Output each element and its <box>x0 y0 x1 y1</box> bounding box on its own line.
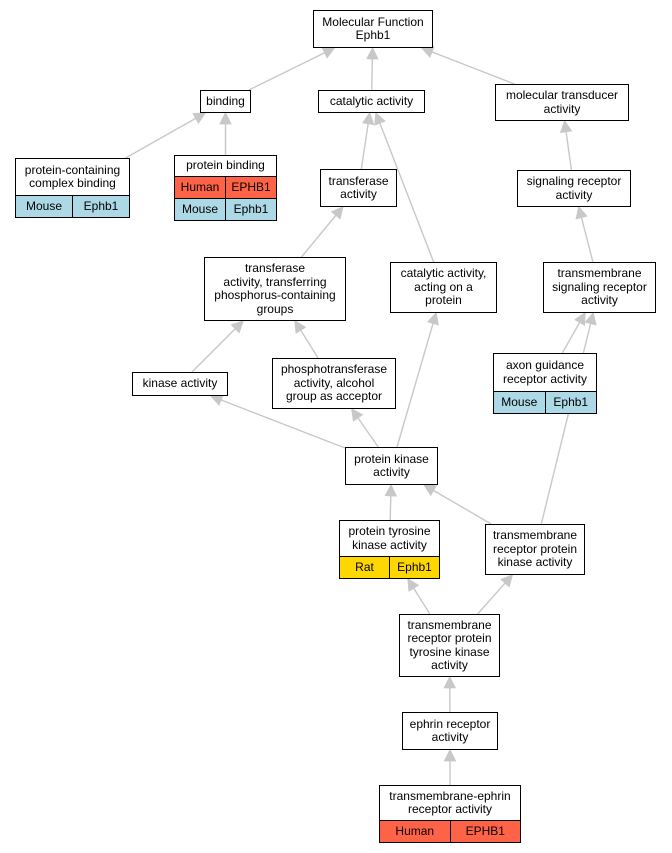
node-pta: phosphotransferase activity, alcohol gro… <box>272 358 396 409</box>
edge-ptka-to-pka <box>384 483 398 521</box>
node-title: catalytic activity, acting on a protein <box>400 266 487 308</box>
node-title: binding <box>206 93 245 108</box>
species-label: Mouse <box>501 394 538 409</box>
node-tra: transferase activity <box>320 169 397 207</box>
node-title: transmembrane receptor protein tyrosine … <box>407 617 492 672</box>
species-label: Mouse <box>25 198 63 213</box>
node-pka: protein kinase activity <box>345 447 438 485</box>
gene-label: EPHB1 <box>225 177 276 198</box>
node-title: protein tyrosine kinase activity <box>348 524 431 552</box>
node-sra: signaling receptor activity <box>517 170 631 207</box>
node-title: phosphotransferase activity, alcohol gro… <box>280 362 388 404</box>
node-title: protein kinase activity <box>354 451 429 479</box>
node-tsra: transmembrane signaling receptor activit… <box>543 262 656 313</box>
edge-pka-to-ka <box>209 394 346 449</box>
edge-tatp-to-tra <box>300 206 344 258</box>
node-bind: binding <box>200 90 251 113</box>
edge-agra-to-tsra <box>561 311 586 354</box>
edge-trptk-to-ptka <box>407 577 431 615</box>
node-title: Molecular Function Ephb1 <box>322 14 424 42</box>
node-trptk: transmembrane receptor protein tyrosine … <box>399 614 500 677</box>
node-title: signaling receptor activity <box>526 174 622 202</box>
edge-tsra-to-sra <box>575 205 594 263</box>
edge-ka-to-tatp <box>191 320 244 373</box>
species-row: Human EPHB1 <box>380 820 520 842</box>
species-label: Rat <box>355 559 374 574</box>
edge-pta-to-tatp <box>294 319 319 359</box>
node-mt: molecular transducer activity <box>495 84 629 121</box>
species-row: Mouse Ephb1 <box>175 198 276 220</box>
species-row: Mouse Ephb1 <box>16 195 129 217</box>
species-label: Human <box>395 823 435 838</box>
node-title: axon guidance receptor activity <box>502 358 588 386</box>
edge-tra-to-cat <box>360 111 375 170</box>
species-row: Mouse Ephb1 <box>494 391 596 413</box>
node-ka: kinase activity <box>132 372 228 396</box>
node-mf: Molecular Function Ephb1 <box>313 10 433 48</box>
node-title: transferase activity, transferring phosp… <box>214 261 336 316</box>
node-title: protein-containing complex binding <box>24 162 121 190</box>
node-title: transmembrane receptor protein kinase ac… <box>492 528 578 570</box>
edge-pka-to-pta <box>351 407 379 448</box>
node-title: catalytic activity <box>329 93 414 108</box>
node-title: kinase activity <box>142 376 218 391</box>
edge-sra-to-mt <box>559 119 573 171</box>
gene-label: Ephb1 <box>389 557 439 578</box>
node-title: molecular transducer activity <box>505 88 619 116</box>
gene-label: Ephb1 <box>225 199 276 220</box>
edge-pka-to-caop <box>396 311 439 448</box>
edge-caop-to-cat <box>374 111 435 263</box>
edge-trpk-to-pka <box>423 484 492 525</box>
node-title: transferase activity <box>328 173 389 201</box>
node-cat: catalytic activity <box>318 90 425 113</box>
species-label: Mouse <box>181 201 219 216</box>
edges <box>125 46 597 785</box>
edge-trpk-to-tsra <box>540 311 597 525</box>
node-tatp: transferase activity, transferring phosp… <box>204 257 346 321</box>
edge-pccb-to-bind <box>125 112 207 159</box>
node-caop: catalytic activity, acting on a protein <box>390 262 497 313</box>
species-row: Human EPHB1 <box>175 176 276 198</box>
edge-bind-to-mf <box>248 47 336 91</box>
node-trpk: transmembrane receptor protein kinase ac… <box>485 524 585 575</box>
node-title: protein binding <box>186 158 265 173</box>
edge-trptk-to-trpk <box>477 574 514 615</box>
node-title: ephrin receptor activity <box>409 716 491 744</box>
gene-label: Ephb1 <box>72 196 129 217</box>
species-row: Rat Ephb1 <box>340 556 439 578</box>
edge-cat-to-mf <box>366 46 379 91</box>
edge-mt-to-mf <box>420 46 515 85</box>
gene-label: EPHB1 <box>449 821 521 842</box>
node-era: ephrin receptor activity <box>402 712 498 750</box>
node-title: transmembrane signaling receptor activit… <box>552 266 647 308</box>
species-label: Human <box>180 179 220 194</box>
gene-label: Ephb1 <box>544 392 597 413</box>
node-title: transmembrane-ephrin receptor activity <box>389 788 511 816</box>
